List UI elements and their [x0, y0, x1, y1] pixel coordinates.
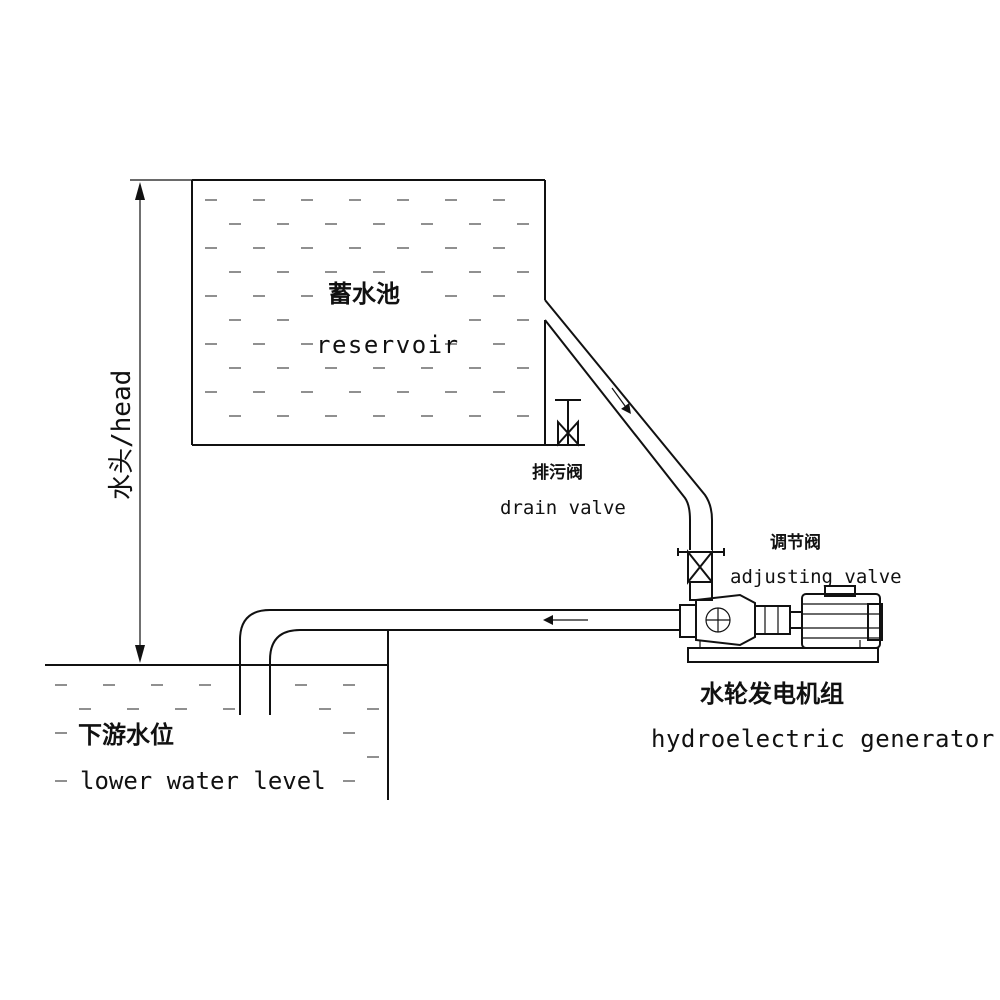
- tailrace-pipe: [239, 609, 680, 715]
- reservoir-tank: [191, 179, 585, 446]
- lower-water-label-cn: 下游水位: [78, 721, 174, 749]
- hydroelectric-generator-set: [679, 585, 883, 663]
- drain-valve-label-cn: 排污阀: [532, 462, 583, 483]
- head-dimension: [130, 179, 192, 666]
- adjusting-valve-label-cn: 调节阀: [770, 532, 821, 553]
- head-label: 水头/head: [107, 370, 137, 500]
- penstock-pipe: [544, 299, 713, 550]
- drain-valve: [555, 399, 581, 447]
- lower-water-hatching: [55, 684, 379, 782]
- reservoir-label-cn: 蓄水池: [328, 280, 400, 308]
- drain-valve-label-en: drain valve: [500, 497, 626, 519]
- reservoir-label-en: reservoir: [316, 331, 460, 359]
- adjusting-valve-label-en: adjusting valve: [730, 566, 902, 588]
- lower-water-basin: [45, 630, 389, 800]
- lower-water-label-en: lower water level: [80, 767, 326, 795]
- generator-label-en: hydroelectric generator: [651, 725, 995, 753]
- adjusting-valve: [677, 548, 725, 601]
- reservoir-water-hatching: [205, 199, 529, 417]
- generator-label-cn: 水轮发电机组: [700, 680, 844, 708]
